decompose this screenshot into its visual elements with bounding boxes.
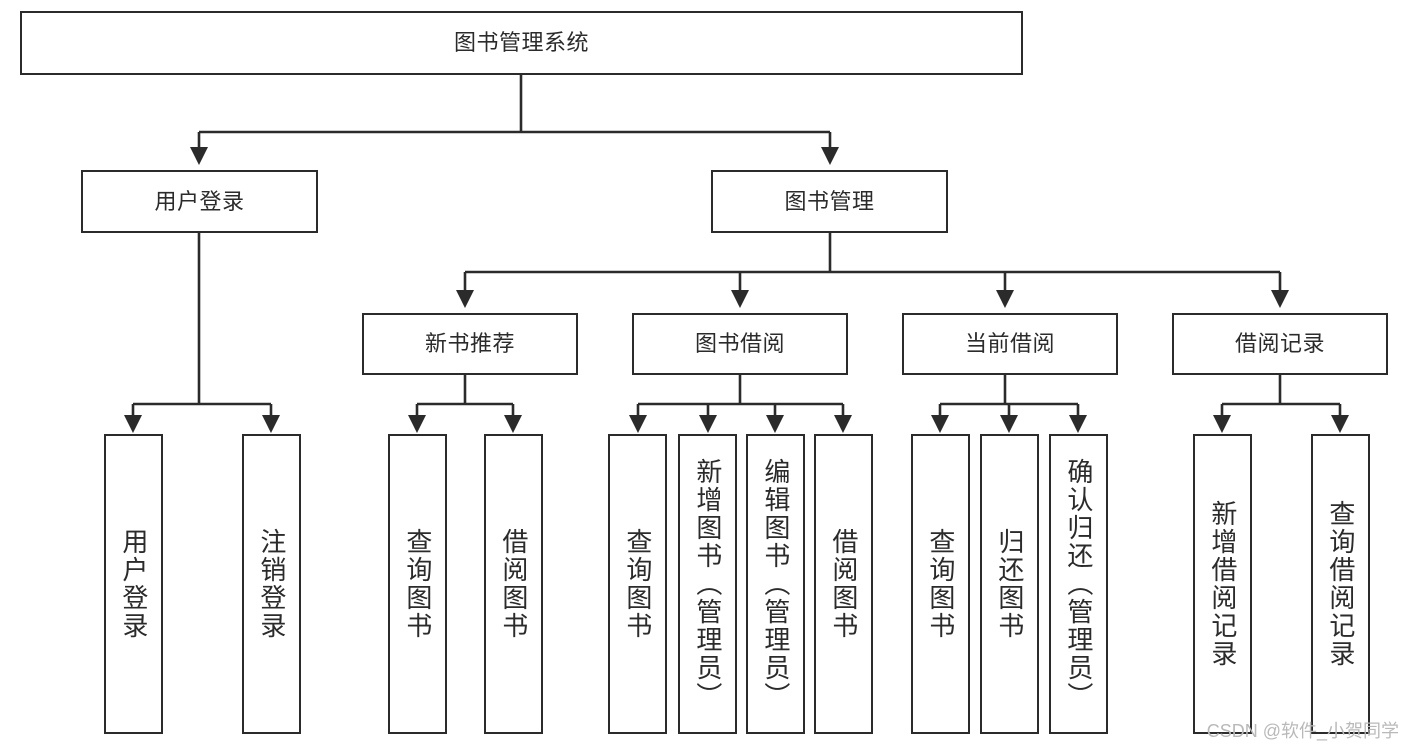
node-label: 查询图书: [622, 528, 653, 640]
node-label: 借阅图书: [498, 528, 529, 640]
leaf-borrow-record-query-record[interactable]: 查询借阅记录: [1311, 434, 1370, 734]
node-label: 确认归还（管理员）: [1063, 458, 1094, 710]
leaf-book-borrow-query-book[interactable]: 查询图书: [608, 434, 667, 734]
node-label: 查询图书: [402, 528, 433, 640]
watermark: CSDN @软件_小贺同学: [1206, 721, 1399, 741]
node-label: 查询图书: [925, 528, 956, 640]
node-label: 图书管理: [784, 188, 875, 214]
node-label: 图书借阅: [694, 331, 785, 357]
node-label: 用户登录: [154, 188, 245, 214]
leaf-user-login-logout[interactable]: 注销登录: [242, 434, 301, 734]
node-borrow-record[interactable]: 借阅记录: [1172, 313, 1388, 375]
node-label: 新增图书（管理员）: [692, 458, 723, 710]
leaf-book-borrow-borrow-book[interactable]: 借阅图书: [814, 434, 873, 734]
node-label: 新增借阅记录: [1207, 500, 1238, 668]
node-book-borrow[interactable]: 图书借阅: [632, 313, 848, 375]
node-label: 归还图书: [994, 528, 1025, 640]
leaf-book-borrow-add-book-admin[interactable]: 新增图书（管理员）: [678, 434, 737, 734]
node-user-login[interactable]: 用户登录: [81, 170, 318, 233]
leaf-current-borrow-query-book[interactable]: 查询图书: [911, 434, 970, 734]
leaf-current-borrow-confirm-return-admin[interactable]: 确认归还（管理员）: [1049, 434, 1108, 734]
node-label: 借阅记录: [1234, 331, 1325, 357]
node-new-book-recommend[interactable]: 新书推荐: [362, 313, 578, 375]
leaf-current-borrow-return-book[interactable]: 归还图书: [980, 434, 1039, 734]
node-label: 图书管理系统: [453, 30, 589, 56]
node-current-borrow[interactable]: 当前借阅: [902, 313, 1118, 375]
node-label: 当前借阅: [964, 331, 1055, 357]
node-label: 新书推荐: [424, 331, 515, 357]
leaf-borrow-record-add-record[interactable]: 新增借阅记录: [1193, 434, 1252, 734]
node-label: 借阅图书: [828, 528, 859, 640]
leaf-new-book-borrow-book[interactable]: 借阅图书: [484, 434, 543, 734]
node-label: 编辑图书（管理员）: [760, 458, 791, 710]
node-label: 用户登录: [118, 528, 149, 640]
leaf-book-borrow-edit-book-admin[interactable]: 编辑图书（管理员）: [746, 434, 805, 734]
node-book-management[interactable]: 图书管理: [711, 170, 948, 233]
leaf-new-book-query-book[interactable]: 查询图书: [388, 434, 447, 734]
node-root-book-management-system[interactable]: 图书管理系统: [20, 11, 1023, 75]
leaf-user-login-login[interactable]: 用户登录: [104, 434, 163, 734]
node-label: 注销登录: [256, 528, 287, 640]
node-label: 查询借阅记录: [1325, 500, 1356, 668]
